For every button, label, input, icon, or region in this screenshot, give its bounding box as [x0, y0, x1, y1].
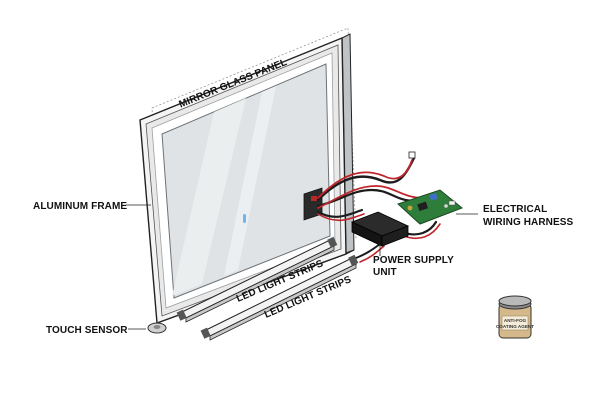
- label-wiring-harness-line1: ELECTRICAL: [483, 204, 547, 215]
- label-aluminum-frame: ALUMINUM FRAME: [33, 201, 127, 212]
- pcb-terminal-white: [448, 200, 456, 206]
- led-strip-2-endcap-left: [200, 327, 211, 339]
- wire-red-1: [317, 159, 413, 199]
- label-wiring-harness-line2: WIRING HARNESS: [483, 217, 574, 228]
- wire-to-strip-red: [359, 245, 385, 263]
- harness-plug-end: [408, 151, 416, 159]
- touch-indicator-glow: [243, 214, 246, 223]
- label-power-supply-line2: UNIT: [373, 267, 397, 278]
- wire-to-strip-black: [355, 243, 381, 259]
- psu-side: [381, 225, 409, 247]
- connector-plug-red: [311, 196, 317, 201]
- wire-red-2: [317, 185, 425, 209]
- pcb-board: [397, 189, 463, 225]
- touch-sensor: [147, 322, 167, 334]
- led-strip-2-endcap-right: [348, 254, 359, 266]
- glass-reflection-1: [172, 98, 246, 296]
- leader-lines: [126, 204, 478, 330]
- wire-black-3: [316, 208, 364, 218]
- pcb-component: [444, 204, 448, 208]
- jar-lid-top: [498, 295, 532, 307]
- touch-sensor-center: [153, 325, 161, 329]
- controller-pcb: [397, 189, 463, 225]
- pcb-chip: [417, 201, 428, 212]
- led-strip-1-endcap-right: [327, 236, 338, 248]
- jar-label-panel: [501, 315, 529, 331]
- exploded-guide-outline: [151, 27, 357, 319]
- pcb-connector-blue: [429, 192, 438, 201]
- wire-red-3: [317, 213, 365, 222]
- jar-label-line2: COATING AGENT: [496, 324, 534, 329]
- glass-reflection-2: [224, 86, 276, 276]
- anti-fog-jar: ANTI-FOG COATING AGENT: [496, 295, 534, 339]
- mirror-assembly: [139, 27, 357, 324]
- led-strip-1-edge: [185, 245, 335, 323]
- label-touch-sensor: TOUCH SENSOR: [46, 325, 128, 336]
- pcb-capacitor: [407, 205, 413, 211]
- power-supply-unit: [350, 211, 410, 247]
- led-strip-1-endcap-left: [176, 309, 187, 321]
- led-light-strips: [176, 236, 359, 341]
- wire-black-2: [316, 188, 422, 208]
- jar-label-line1: ANTI-FOG: [504, 318, 527, 323]
- wire-psu-pcb-red: [403, 223, 441, 240]
- led-strip-2-edge: [209, 263, 357, 341]
- label-power-supply-line1: POWER SUPPLY: [373, 255, 454, 266]
